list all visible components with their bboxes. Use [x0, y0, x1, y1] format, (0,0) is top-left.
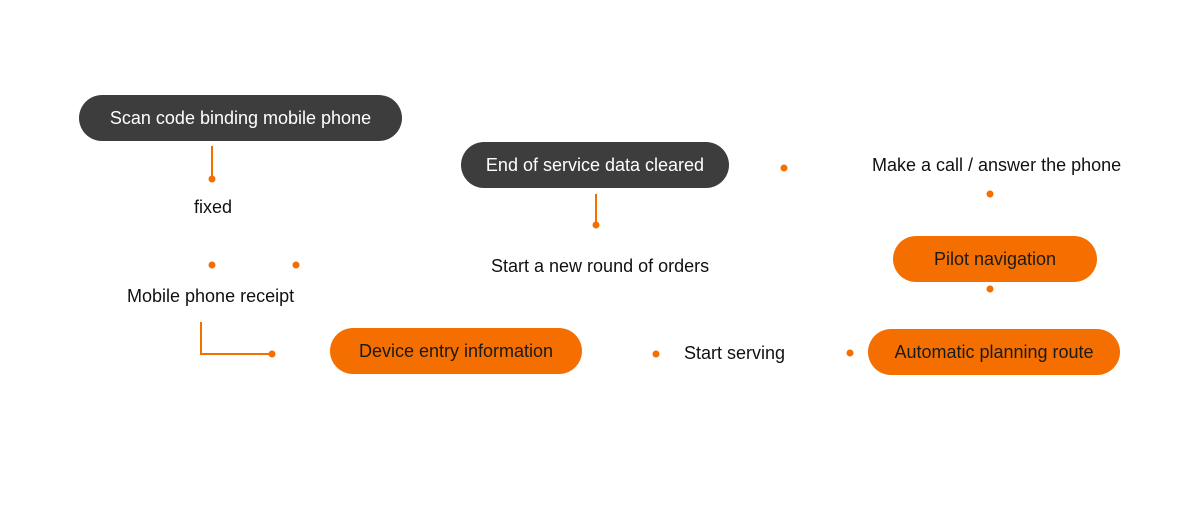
node-scan-code-binding-label: Scan code binding mobile phone	[109, 107, 372, 128]
node-pilot-navigation: Pilot navigation	[893, 236, 1097, 282]
label-start-new-round: Start a new round of orders	[491, 256, 710, 276]
node-scan-code-binding: Scan code binding mobile phone	[79, 95, 402, 141]
connector-fixed-to-receipt	[208, 232, 216, 269]
connector-receipt-to-device	[200, 322, 276, 358]
node-end-of-service: End of service data cleared	[461, 142, 729, 188]
connector-scan-to-fixed	[208, 146, 216, 183]
connector-newround-to-receipt	[292, 261, 472, 269]
node-end-of-service-label: End of service data cleared	[485, 154, 705, 175]
label-fixed: fixed	[194, 197, 233, 217]
label-make-a-call: Make a call / answer the phone	[872, 155, 1122, 175]
node-device-entry-information-label: Device entry information	[358, 340, 554, 361]
label-start-serving: Start serving	[684, 343, 786, 363]
node-automatic-planning-route: Automatic planning route	[868, 329, 1120, 375]
node-device-entry-information: Device entry information	[330, 328, 582, 374]
connector-end-to-newround	[592, 194, 600, 229]
connector-pilot-to-call	[986, 190, 994, 228]
node-automatic-planning-route-label: Automatic planning route	[894, 341, 1094, 362]
label-mobile-phone-receipt: Mobile phone receipt	[127, 286, 295, 306]
connector-route-to-pilot	[986, 285, 994, 324]
connector-call-to-end	[780, 164, 840, 172]
node-pilot-navigation-label: Pilot navigation	[933, 248, 1057, 269]
connector-device-to-serving	[601, 350, 660, 358]
connector-serving-to-route	[795, 349, 854, 357]
